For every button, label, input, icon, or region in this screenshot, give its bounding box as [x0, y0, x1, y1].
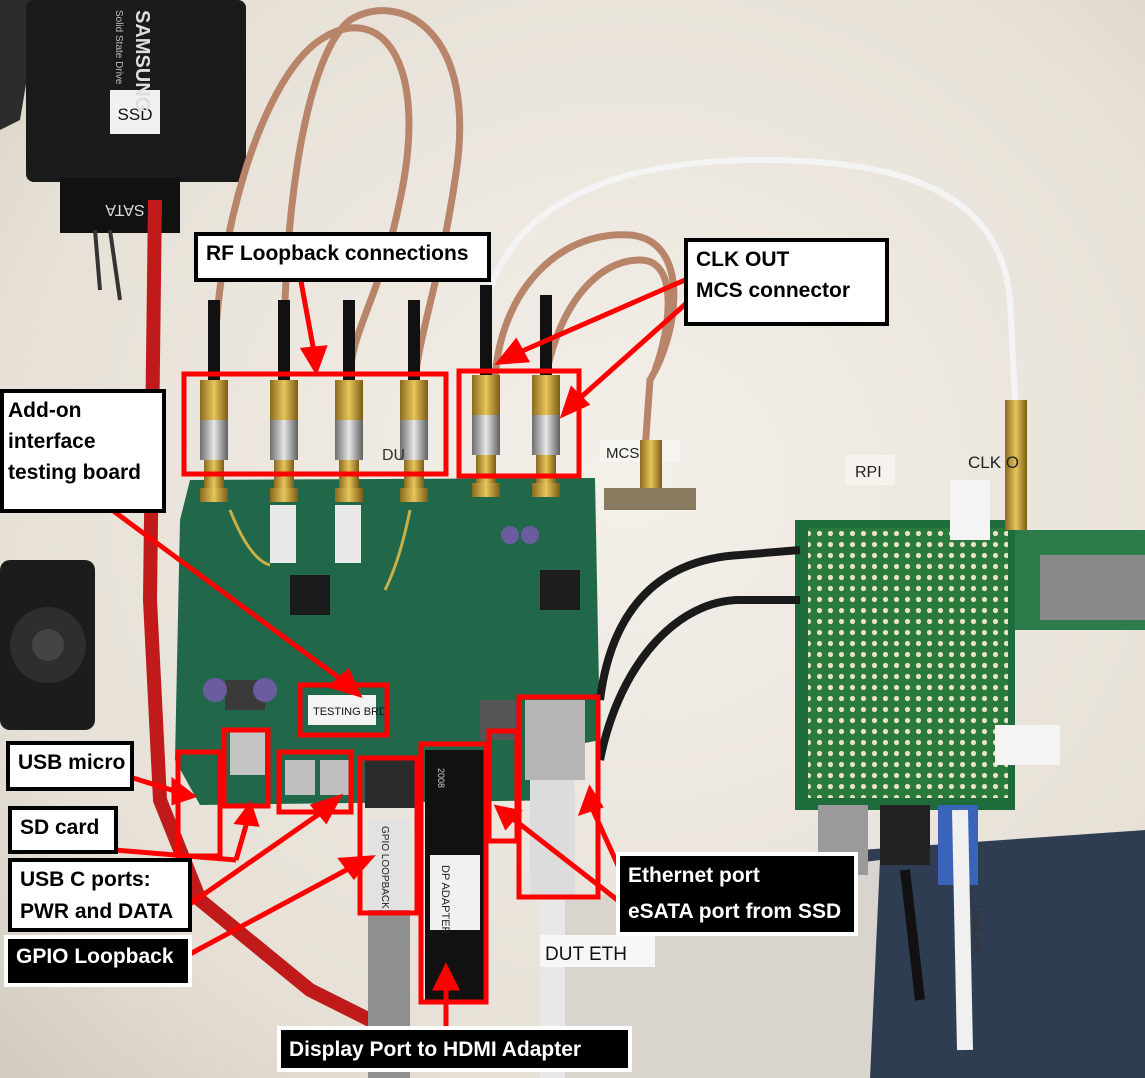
usb-micro-callout: USB micro: [6, 741, 134, 791]
highlight-boxes: [175, 368, 601, 1005]
addon-board-callout: Add-on interface testing board: [0, 389, 166, 513]
gpio-loopback-text: GPIO Loopback: [16, 945, 174, 968]
cooling-fan: [0, 560, 95, 730]
rpi-label: RPI: [855, 464, 882, 481]
mcs-connector: MCS: [600, 440, 696, 510]
dp-adapter-label: DP ADAPTER: [439, 865, 451, 935]
clk-out-box: [456, 368, 582, 479]
display-port-text: Display Port to HDMI Adapter: [289, 1038, 582, 1061]
mcs-label: MCS: [606, 445, 639, 462]
usbc-callout: USB C ports: PWR and DATA: [8, 858, 192, 932]
ethernet-box: [516, 694, 601, 900]
small-code: 2008: [436, 768, 446, 788]
dp-box: [418, 741, 489, 1005]
du-label: DU: [382, 447, 405, 464]
addon-line3: testing board: [8, 461, 142, 484]
sd-card-text: SD card: [20, 816, 100, 839]
sd-card-callout: SD card: [8, 806, 118, 854]
clk-out-callout: CLK OUT MCS connector: [684, 238, 889, 326]
usb-c-box: [276, 749, 354, 815]
pointer-arrows: [83, 275, 692, 1040]
addon-line1: Add-on: [8, 399, 82, 422]
testing-board-tag: TESTING BRD: [308, 695, 387, 725]
ssd-drive: SSD SAMSUNG Solid State Drive SATA: [26, 0, 246, 233]
testing-board-label: TESTING BRD: [313, 706, 387, 718]
usb-micro-text: USB micro: [18, 751, 126, 774]
usbc-line2: PWR and DATA: [20, 900, 174, 923]
gpio-box: [357, 755, 420, 916]
usbc-line1: USB C ports:: [20, 868, 151, 891]
cable-text: LogiLink: [970, 905, 985, 954]
gpio-adapter-label: GPIO LOOPBACK: [379, 826, 390, 909]
dut-eth-label: DUT ETH: [545, 944, 627, 965]
rf-loopback-box: [181, 371, 449, 477]
clk-out-line2: MCS connector: [696, 279, 851, 302]
addon-line2: interface: [8, 430, 96, 453]
rf-loopback-callout: RF Loopback connections: [194, 232, 491, 282]
raspberry-pi: RPI CLK O: [795, 400, 1145, 885]
ethernet-line2: eSATA port from SSD: [628, 900, 842, 923]
clk-label: CLK O: [968, 453, 1019, 472]
ssd-brand: SAMSUNG: [131, 10, 153, 112]
ethernet-line1: Ethernet port: [628, 864, 760, 887]
dp-adapter: DP ADAPTER 2008: [425, 750, 487, 1000]
usb-cables: [596, 546, 973, 1051]
sata-label: SATA: [105, 201, 145, 218]
rf-loopback-text: RF Loopback connections: [206, 242, 469, 265]
ethernet-esata-callout: Ethernet port eSATA port from SSD: [616, 852, 858, 936]
sd-card-box: [221, 727, 271, 809]
clk-out-line1: CLK OUT: [696, 248, 790, 271]
ssd-subtitle: Solid State Drive: [113, 10, 124, 85]
display-port-callout: Display Port to HDMI Adapter: [277, 1026, 632, 1072]
ssd-label: SSD: [118, 105, 153, 124]
gpio-loopback-callout: GPIO Loopback: [4, 935, 192, 987]
